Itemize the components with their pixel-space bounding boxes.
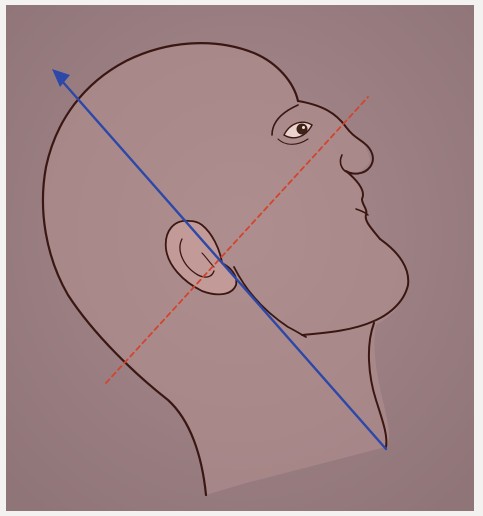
head-profile-diagram xyxy=(6,5,474,511)
diagram-photo xyxy=(6,5,474,511)
